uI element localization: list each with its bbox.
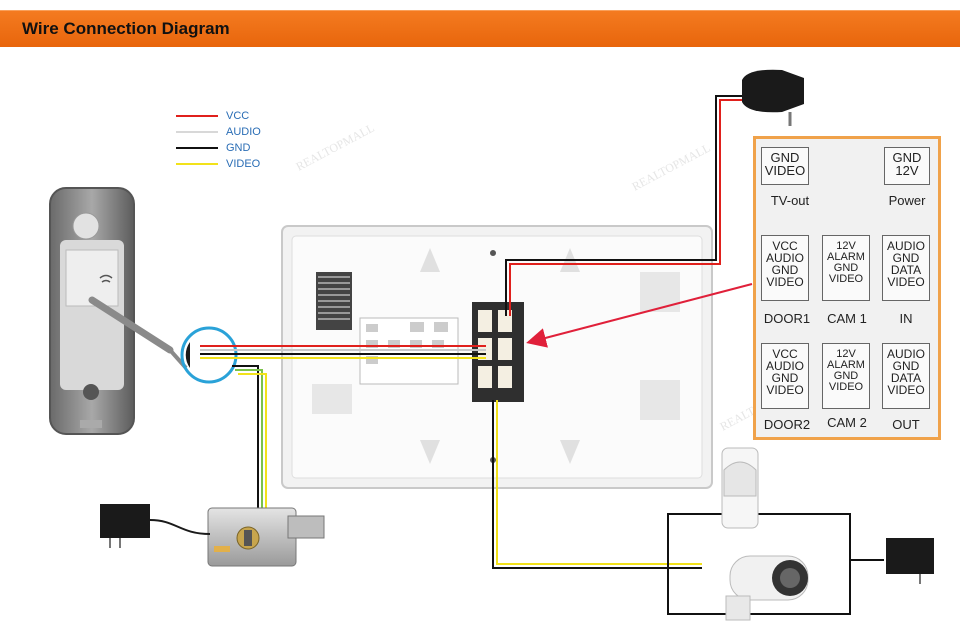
- legend-label: VCC: [226, 110, 250, 122]
- legend-label: GND: [226, 142, 251, 154]
- legend-swatch: [176, 131, 218, 133]
- power-adapter: [100, 504, 211, 548]
- power-adapter: [505, 69, 804, 316]
- doorbell-camera: [49, 187, 188, 435]
- lock-wires: [232, 365, 267, 520]
- legend-item-video: VIDEO: [176, 156, 261, 172]
- port-caption: TV-out: [770, 193, 810, 208]
- doorbell-wires: [200, 345, 486, 359]
- port-caption: DOOR1: [763, 311, 811, 326]
- wifi-icon: [99, 274, 113, 283]
- port-caption: IN: [899, 311, 913, 326]
- electric-lock: [207, 507, 325, 567]
- legend-item-audio: AUDIO: [176, 124, 261, 140]
- legend-swatch: [176, 147, 218, 149]
- header-bar: Wire Connection Diagram: [0, 10, 960, 47]
- port-caption: DOOR2: [763, 417, 811, 432]
- port-caption: OUT: [892, 417, 920, 432]
- pointer-arrow: [526, 283, 753, 348]
- legend-swatch: [176, 115, 218, 117]
- page-title: Wire Connection Diagram: [22, 19, 230, 38]
- power-adapter: [886, 538, 934, 584]
- legend-item-vcc: VCC: [176, 108, 261, 124]
- port-caption: CAM 1: [827, 311, 867, 326]
- motion-sensor: [721, 447, 759, 529]
- camera-wires: [492, 400, 702, 569]
- speaker-grille: [316, 272, 352, 330]
- connector-block: [472, 302, 524, 402]
- legend-label: VIDEO: [226, 158, 261, 170]
- port-caption: Power: [888, 193, 926, 208]
- legend-label: AUDIO: [226, 126, 261, 138]
- alarm-wiring: [667, 513, 884, 615]
- wire-legend: VCC AUDIO GND VIDEO: [176, 108, 261, 172]
- legend-swatch: [176, 163, 218, 165]
- cctv-camera: [725, 555, 809, 621]
- port-caption: CAM 2: [827, 415, 867, 430]
- legend-item-gnd: GND: [176, 140, 261, 156]
- indoor-monitor: [281, 225, 713, 489]
